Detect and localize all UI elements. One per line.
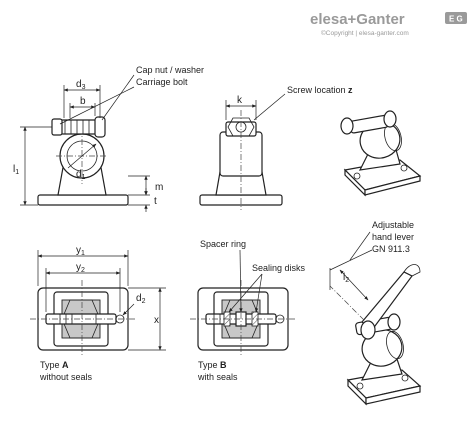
label-adjustable-3: GN 911.3: [372, 244, 410, 254]
dim-x: x: [154, 315, 159, 326]
label-type-a-desc: without seals: [39, 372, 93, 382]
dim-l2: l2: [343, 272, 349, 284]
brand-badge: E G: [445, 12, 467, 24]
dim-b: b: [80, 96, 86, 107]
label-spacer-ring: Spacer ring: [200, 239, 246, 249]
label-sealing-disks: Sealing disks: [252, 263, 306, 273]
label-screw-location: Screw location z: [287, 85, 353, 95]
label-adjustable-1: Adjustable: [372, 220, 414, 230]
dim-d2: d2: [136, 293, 146, 305]
brand-block: elesa+Ganter ©Copyright | elesa-ganter.c…: [310, 11, 467, 37]
front-view: d1 d3 b l1 m t Cap nut / washer Carriage…: [13, 65, 204, 212]
label-type-b-desc: with seals: [197, 372, 238, 382]
dim-d3: d3: [76, 79, 86, 91]
dim-k: k: [237, 95, 243, 106]
label-adjustable-2: hand lever: [372, 232, 414, 242]
plan-type-b: Spacer ring Sealing disks Type B with se…: [190, 239, 306, 382]
svg-text:E G: E G: [449, 15, 463, 24]
brand-logo: elesa+Ganter: [310, 11, 405, 28]
label-cap-nut: Cap nut / washer: [136, 65, 204, 75]
plan-type-a: y1 y2 d2 x Type A without seals: [30, 245, 166, 382]
side-view: k Screw location z: [199, 85, 353, 210]
dim-t: t: [154, 196, 157, 207]
label-type-b: Type B: [198, 360, 227, 370]
brand-copyright: ©Copyright | elesa-ganter.com: [321, 29, 409, 37]
dim-d1: d1: [76, 169, 86, 181]
dim-m: m: [155, 182, 163, 193]
isometric-clamp-lever: l2 Adjustable hand lever GN 911.3: [329, 220, 422, 406]
label-type-a: Type A: [40, 360, 69, 370]
label-carriage-bolt: Carriage bolt: [136, 77, 188, 87]
isometric-clamp: [340, 110, 422, 197]
dim-y1: y1: [76, 245, 85, 257]
dim-l1: l1: [13, 164, 19, 176]
dim-y2: y2: [76, 262, 85, 274]
